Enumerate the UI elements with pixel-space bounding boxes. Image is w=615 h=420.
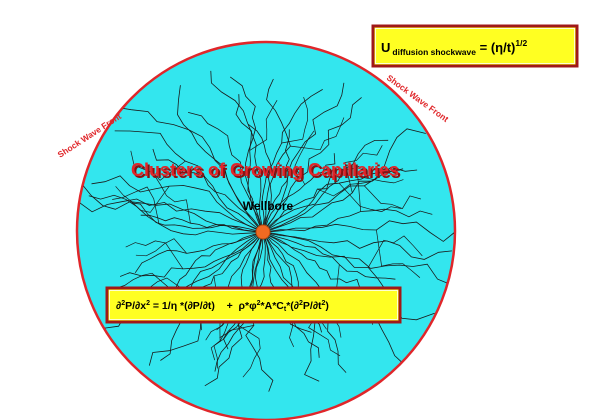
velocity-symbol: U [381,40,390,55]
capillary-branch [213,325,254,369]
diffusion-equation-box [105,286,402,324]
capillary-line [268,128,426,231]
capillary-line [268,166,418,231]
capillary-line [140,214,258,233]
capillary-line [177,85,260,228]
capillary-line [266,97,362,228]
capillary-line [267,234,361,290]
eq-lhs-mid: P/∂x [125,300,146,312]
capillary-branch [317,181,372,197]
capillary-branch [114,272,172,290]
eq-term4: P/∂t [303,300,322,312]
title-shadow: Clusters of Growing Capillaries [133,162,401,182]
capillary-branch [125,240,184,270]
capillary-line [265,153,336,227]
capillary-line [248,124,272,227]
capillary-line [131,202,258,232]
capillary-line [264,129,290,227]
eq-term1: = 1/η *(∂P/∂t) + ρ*φ [150,300,257,312]
capillary-line [188,112,262,227]
velocity-subscript: diffusion shockwave [392,47,476,57]
capillary-line [267,166,360,229]
eq-term3-exp: 2 [299,300,303,307]
eq-lhs-d: ∂ [116,300,121,312]
diffusion-equation: ∂2P/∂x2 = 1/η *(∂P/∂t) + ρ*φ2*A*Ct*(∂2P/… [116,300,329,313]
equation-box-inner-border [109,290,398,320]
capillary-branch [294,130,315,185]
capillary-line [210,70,263,227]
capillary-line [265,82,345,228]
eq-lhs-exp1: 2 [121,300,125,307]
capillary-branch [281,96,309,144]
eq-term2: *A*C [261,300,285,312]
capillary-line [267,139,389,229]
capillary-line [268,232,451,285]
capillary-line [152,148,259,229]
eq-term4-exp: 2 [322,300,326,307]
capillary-branch [308,308,341,357]
capillary-branch [367,235,423,268]
capillary-line [268,220,454,242]
eq-term2-sub: t [284,306,287,313]
capillary-branch [249,100,278,151]
capillary-line [114,130,259,229]
velocity-equals: = (η/t) [476,40,515,55]
wellbore-label: Wellbore [243,199,294,213]
capillary-branch [135,238,187,257]
diagram-title: Clusters of Growing Capillaries [131,160,399,180]
capillary-line [268,233,452,260]
eq-term3: *(∂ [286,300,299,312]
capillary-line [160,236,260,361]
capillary-line [229,76,262,227]
capillary-line [168,233,258,291]
capillary-branch [376,229,421,278]
capillary-line [268,208,433,232]
capillary-line [91,175,258,230]
capillary-branch [357,176,404,212]
velocity-box-inner-border [375,28,575,64]
wellbore-dot-icon [255,224,271,240]
capillary-branch [130,150,186,181]
eq-term1-exp: 2 [257,300,261,307]
eq-term5: ) [325,300,329,312]
capillary-line [263,89,323,227]
capillary-branch [238,325,261,378]
capillary-line [119,235,259,278]
velocity-formula-box [371,24,579,68]
capillary-branch [115,185,170,213]
capillary-line [267,168,404,230]
eq-lhs-exp2: 2 [146,300,150,307]
capillary-line [78,198,258,231]
capillary-line [115,106,260,228]
capillary-branch [364,185,421,210]
capillary-line [264,78,291,227]
capillary-branch [344,145,383,193]
capillary-line [88,194,258,236]
capillary-branch [153,174,191,224]
velocity-exponent: 1/2 [515,38,527,48]
